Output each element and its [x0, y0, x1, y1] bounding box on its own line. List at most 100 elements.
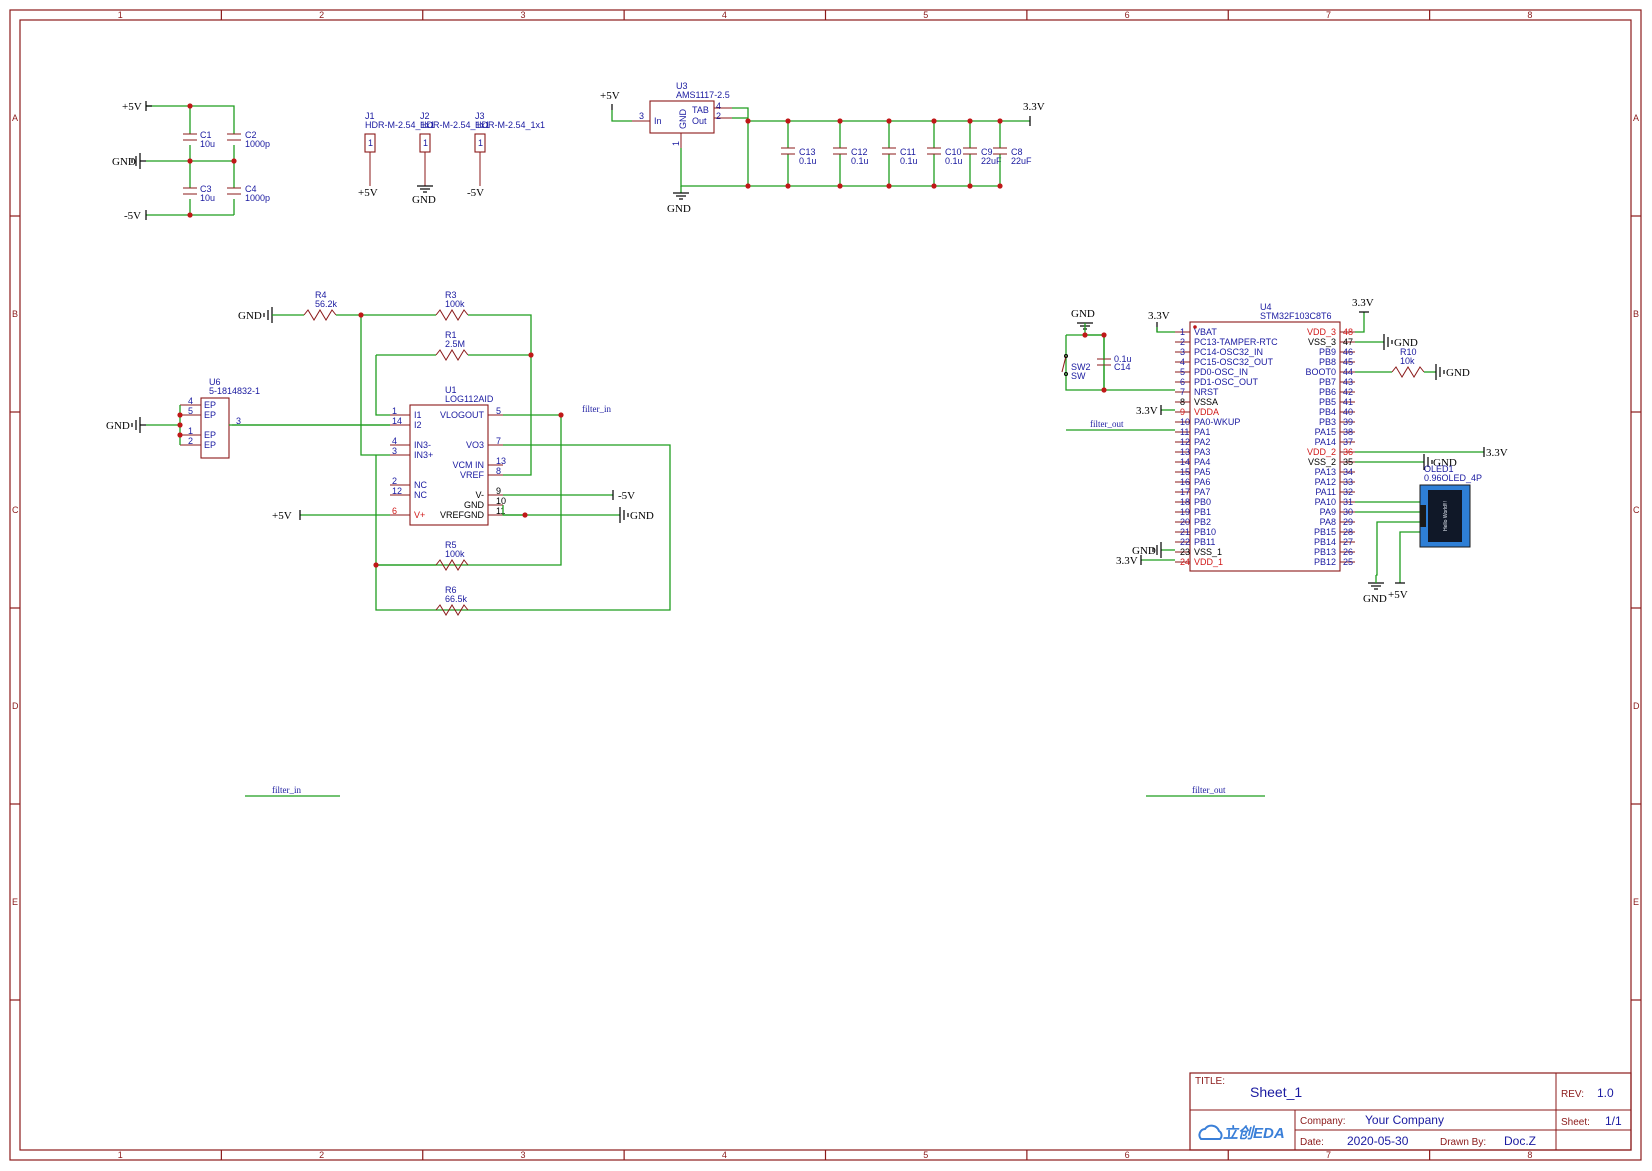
resistor-r6[interactable] — [435, 604, 469, 616]
oled-ref: OLED1 — [1424, 464, 1454, 474]
svg-text:1: 1 — [423, 138, 428, 148]
u6-pin-number: 2 — [188, 436, 193, 446]
resistor-r5[interactable] — [435, 559, 469, 571]
capacitor-c2[interactable] — [227, 133, 241, 141]
net-r4-gnd: GND — [238, 310, 262, 322]
sw2-value: SW — [1071, 371, 1086, 381]
zone-row-left: D — [12, 701, 19, 711]
title-block: TITLE: Sheet_1 REV: 1.0 Company: Your Co… — [1189, 1072, 1632, 1151]
net-oled-gnd: GND — [1363, 593, 1387, 605]
u4-pin-name: PA15 — [1315, 427, 1336, 437]
u1-pin-name: NC — [414, 480, 427, 490]
u1-pin-number: 7 — [496, 436, 501, 446]
net-u4-vbat: 3.3V — [1148, 310, 1170, 322]
u4-pin-number: 4 — [1180, 357, 1185, 367]
u1-value: LOG112AID — [445, 394, 494, 404]
u4-pin-number: 13 — [1180, 447, 1190, 457]
u6-pin-number: 1 — [188, 426, 193, 436]
u4-pin-name: PB3 — [1319, 417, 1336, 427]
u4-pin-name: PA13 — [1315, 467, 1336, 477]
u1-pin-name: V- — [475, 490, 484, 500]
oled-display[interactable]: Hello World!!! — [1419, 484, 1471, 548]
u1-pin-number: 14 — [392, 416, 402, 426]
tb-company-label: Company: — [1300, 1116, 1346, 1127]
log-amplifier-block: GND R4 56.2k R3 100k R1 2.5M R5 100k R6 … — [232, 290, 671, 616]
ic-u1[interactable] — [409, 404, 489, 526]
u4-pin-number: 5 — [1180, 367, 1185, 377]
capacitor-c10[interactable] — [927, 147, 941, 155]
zone-column-top: 5 — [923, 10, 928, 20]
capacitor-c1[interactable] — [183, 133, 197, 141]
capacitor-c11[interactable] — [882, 147, 896, 155]
resistor-r1[interactable] — [435, 349, 469, 361]
u4-pin-name: PA1 — [1194, 427, 1210, 437]
oled-value: 0.96OLED_4P — [1424, 473, 1482, 483]
c14-value: 0.1u — [1114, 354, 1132, 364]
netlabel-filter-in-bottom: filter_in — [272, 785, 301, 795]
net-m5v: -5V — [124, 210, 141, 222]
capacitor-c9[interactable] — [963, 147, 977, 155]
u4-pin-name: PB14 — [1314, 537, 1336, 547]
u4-pin-name: PC15-OSC32_OUT — [1194, 357, 1274, 367]
u1-pin-name: VREFGND — [440, 510, 485, 520]
u1-pin-number: 13 — [496, 456, 506, 466]
zone-column-top: 1 — [118, 10, 123, 20]
resistor-r10[interactable] — [1391, 366, 1425, 378]
header-j1[interactable]: 1 — [364, 133, 376, 186]
zone-column-bottom: 8 — [1527, 1150, 1532, 1160]
tb-title-label: TITLE: — [1195, 1076, 1225, 1087]
net-u3-in: +5V — [600, 90, 620, 102]
svg-text:1: 1 — [671, 141, 681, 146]
ground-symbol — [131, 153, 146, 169]
net-u4-vss3-gnd: GND — [1394, 337, 1418, 349]
zone-column-bottom: 1 — [118, 1150, 123, 1160]
u4-pin-name: VSS_3 — [1308, 337, 1336, 347]
u4-pin-number: 9 — [1180, 407, 1185, 417]
u4-pin-number: 29 — [1343, 517, 1353, 527]
resistor-r4[interactable] — [303, 309, 337, 321]
u4-pin-number: 23 — [1180, 547, 1190, 557]
capacitor-c13[interactable] — [781, 147, 795, 155]
u4-pin-number: 3 — [1180, 347, 1185, 357]
zone-column-top: 6 — [1125, 10, 1130, 20]
u4-pin-number: 26 — [1343, 547, 1353, 557]
ground-symbol-u1 — [619, 507, 629, 523]
u4-pin-number: 42 — [1343, 387, 1353, 397]
u3-pin-in: In — [654, 116, 662, 126]
header-j3[interactable]: 1 — [474, 133, 486, 186]
capacitor-c3[interactable] — [183, 187, 197, 195]
cap-value: 0.1u — [900, 156, 918, 166]
netlabel-filter-in-u1: filter_in — [582, 404, 611, 414]
capacitor-c8[interactable] — [993, 147, 1007, 155]
zone-column-top: 3 — [520, 10, 525, 20]
u1-pin-number: 11 — [496, 506, 505, 516]
u4-pin-number: 43 — [1343, 377, 1353, 387]
zone-row-left: B — [12, 309, 18, 319]
u4-pin-name: VBAT — [1194, 327, 1217, 337]
header-j2[interactable]: 1 — [419, 133, 431, 186]
regulator-u3[interactable] — [632, 100, 732, 148]
mcu-u4[interactable] — [1189, 321, 1341, 572]
tb-date-label: Date: — [1300, 1137, 1324, 1148]
svg-text:1: 1 — [368, 138, 373, 148]
u4-pin-number: 30 — [1343, 507, 1353, 517]
u4-pin-name: PA11 — [1315, 487, 1336, 497]
u4-pin-number: 12 — [1180, 437, 1190, 447]
tb-drawn-label: Drawn By: — [1440, 1137, 1486, 1148]
c4-value: 1000p — [245, 193, 270, 203]
header-block: 1 J1 HDR-M-2.54_1x1 +5V 1 J2 HDR-M-2.54_… — [358, 111, 545, 206]
resistor-r3[interactable] — [435, 309, 469, 321]
capacitor-c4[interactable] — [227, 187, 241, 195]
u4-pin-name: PC13-TAMPER-RTC — [1194, 337, 1278, 347]
u4-pin-name: PC14-OSC32_IN — [1194, 347, 1263, 357]
capacitor-c12[interactable] — [833, 147, 847, 155]
u4-pin-number: 15 — [1180, 467, 1190, 477]
u4-pin-name: PA8 — [1320, 517, 1336, 527]
tb-drawn: Doc.Z — [1504, 1134, 1536, 1148]
u4-pin-number: 38 — [1343, 427, 1353, 437]
u4-pin-name: PB15 — [1314, 527, 1336, 537]
switch-sw2[interactable] — [1061, 354, 1068, 376]
connector-u6[interactable] — [200, 397, 230, 459]
u4-pin-name: PA7 — [1194, 487, 1210, 497]
u4-pin-name: PA3 — [1194, 447, 1210, 457]
